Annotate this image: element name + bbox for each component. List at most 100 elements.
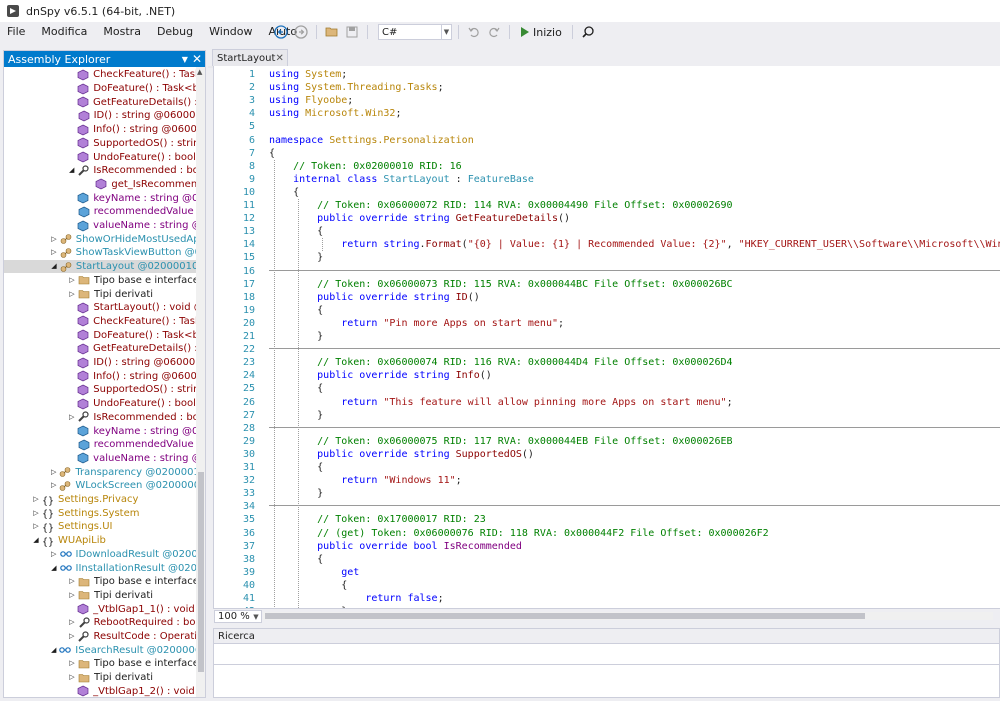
tree-item[interactable]: CheckFeature() : Task<: [4, 315, 196, 329]
collapse-arrow-icon[interactable]: ◢: [50, 645, 57, 654]
tree-item[interactable]: ◢IInstallationResult @0200: [4, 561, 196, 575]
expand-arrow-icon[interactable]: ▷: [69, 659, 75, 668]
tree-item[interactable]: ▷Tipo base e interface: [4, 575, 196, 589]
tree-item[interactable]: ▷ShowOrHideMostUsedAp: [4, 232, 196, 246]
expand-arrow-icon[interactable]: ▷: [68, 412, 75, 421]
expand-arrow-icon[interactable]: ▷: [69, 590, 75, 599]
expand-arrow-icon[interactable]: ▷: [69, 275, 75, 284]
tree-item[interactable]: get_IsRecommend: [4, 178, 196, 192]
tree-item[interactable]: ▷Tipi derivati: [4, 287, 196, 301]
tree-item[interactable]: ▷{}Settings.System: [4, 506, 196, 521]
collapse-arrow-icon[interactable]: ◢: [33, 536, 39, 545]
back-arrow-icon: [274, 25, 288, 39]
zoom-select[interactable]: 100 % ▼: [214, 610, 262, 623]
tree-item[interactable]: ▷{}Settings.Privacy: [4, 493, 196, 507]
tree-item[interactable]: GetFeatureDetails() : st: [4, 95, 196, 109]
tree-item[interactable]: ◢ISearchResult @02000069: [4, 643, 196, 657]
tree-item[interactable]: Info() : string @060000: [4, 123, 196, 137]
scrollbar-thumb[interactable]: [198, 472, 204, 672]
expand-arrow-icon[interactable]: ▷: [51, 234, 57, 243]
language-select[interactable]: C# ▼: [378, 24, 452, 40]
tree-item[interactable]: GetFeatureDetails() : st: [4, 342, 196, 356]
tree-item[interactable]: UndoFeature() : bool @: [4, 397, 196, 411]
menu-file[interactable]: File: [7, 25, 26, 38]
expand-arrow-icon[interactable]: ▷: [69, 632, 75, 641]
tree-item[interactable]: ▷IsRecommended : boo: [4, 411, 196, 425]
tree-item[interactable]: valueName : string @0: [4, 452, 196, 466]
tree-item[interactable]: _VtblGap1_1() : void @: [4, 602, 196, 616]
tree-item[interactable]: ▷{}Settings.UI: [4, 520, 196, 534]
expand-arrow-icon[interactable]: ▷: [51, 549, 57, 558]
tree-item[interactable]: CheckFeature() : Task<: [4, 68, 196, 82]
tree-item[interactable]: Info() : string @060000: [4, 369, 196, 383]
tree-item[interactable]: ▷Transparency @02000011: [4, 465, 196, 479]
search-button[interactable]: [579, 23, 597, 41]
editor-horizontal-scrollbar[interactable]: [263, 612, 993, 620]
tree-item[interactable]: ◢{}WUApiLib: [4, 534, 196, 548]
menu-mostra[interactable]: Mostra: [103, 25, 141, 38]
expand-arrow-icon[interactable]: ▷: [69, 618, 75, 627]
navigate-forward-button[interactable]: [292, 23, 310, 41]
interface-icon: [59, 644, 72, 656]
tree-item[interactable]: ▷RebootRequired : boo: [4, 616, 196, 630]
expand-arrow-icon[interactable]: ▷: [33, 495, 39, 504]
scrollbar-thumb[interactable]: [265, 613, 865, 619]
expand-arrow-icon[interactable]: ▷: [50, 467, 57, 476]
tree-item[interactable]: ▷ShowTaskViewButton @0: [4, 246, 196, 260]
line-number: 39: [242, 566, 255, 578]
open-button[interactable]: [323, 23, 341, 41]
collapse-arrow-icon[interactable]: ◢: [51, 262, 57, 271]
assembly-tree[interactable]: CheckFeature() : Task<DoFeature() : Task…: [4, 67, 196, 698]
tree-item[interactable]: recommendedValue :: [4, 438, 196, 452]
tree-item[interactable]: _VtblGap1_2() : void @: [4, 685, 196, 698]
tree-item[interactable]: valueName : string @0: [4, 219, 196, 233]
menu-modifica[interactable]: Modifica: [41, 25, 88, 38]
tree-item[interactable]: DoFeature() : Task<bo: [4, 328, 196, 342]
expand-arrow-icon[interactable]: ▷: [33, 522, 39, 531]
tree-item[interactable]: ◢StartLayout @02000010: [4, 259, 196, 274]
code-line: 5: [214, 120, 1000, 133]
start-button[interactable]: Inizio: [516, 23, 566, 41]
save-button[interactable]: [343, 23, 361, 41]
tab-close-icon[interactable]: ✕: [275, 52, 284, 64]
tree-item[interactable]: StartLayout() : void @: [4, 301, 196, 315]
tree-item[interactable]: UndoFeature() : bool @: [4, 150, 196, 164]
panel-menu-chevron-icon[interactable]: ▼: [181, 54, 188, 64]
menu-window[interactable]: Window: [209, 25, 253, 38]
undo-button[interactable]: [465, 23, 483, 41]
tree-item[interactable]: keyName : string @04: [4, 424, 196, 438]
tree-item[interactable]: ▷Tipo base e interface: [4, 657, 196, 671]
panel-close-icon[interactable]: ✕: [191, 52, 202, 66]
expand-arrow-icon[interactable]: ▷: [69, 673, 75, 682]
search-input[interactable]: [214, 645, 999, 665]
tree-item[interactable]: ◢IsRecommended : boo: [4, 164, 196, 178]
navigate-back-button[interactable]: [272, 23, 290, 41]
tree-item[interactable]: SupportedOS() : string: [4, 137, 196, 151]
redo-button[interactable]: [485, 23, 503, 41]
expand-arrow-icon[interactable]: ▷: [50, 481, 57, 490]
tree-item[interactable]: ▷IDownloadResult @02000: [4, 548, 196, 562]
tree-item[interactable]: ▷ResultCode : Operatio: [4, 630, 196, 644]
expand-arrow-icon[interactable]: ▷: [33, 508, 39, 517]
tree-item[interactable]: keyName : string @04: [4, 191, 196, 205]
tree-item[interactable]: DoFeature() : Task<bo: [4, 82, 196, 96]
expand-arrow-icon[interactable]: ▷: [69, 577, 75, 586]
tab-startlayout[interactable]: StartLayout ✕: [212, 49, 288, 66]
tree-item[interactable]: SupportedOS() : string: [4, 383, 196, 397]
expand-arrow-icon[interactable]: ▷: [51, 248, 57, 257]
collapse-arrow-icon[interactable]: ◢: [51, 563, 57, 572]
tree-item[interactable]: ▷Tipi derivati: [4, 589, 196, 603]
collapse-arrow-icon[interactable]: ◢: [68, 166, 75, 175]
tree-item[interactable]: ▷Tipi derivati: [4, 671, 196, 685]
tree-vertical-scrollbar[interactable]: ▲: [196, 67, 205, 697]
tree-item[interactable]: ▷WLockScreen @0200000B: [4, 479, 196, 493]
expand-arrow-icon[interactable]: ▷: [69, 289, 75, 298]
menu-debug[interactable]: Debug: [156, 25, 194, 38]
code-token: }: [269, 252, 324, 264]
tree-item[interactable]: ID() : string @060007:: [4, 356, 196, 370]
tree-item[interactable]: recommendedValue :: [4, 205, 196, 219]
tree-item[interactable]: ▷Tipo base e interface: [4, 274, 196, 288]
scroll-up-icon[interactable]: ▲: [197, 68, 203, 76]
tree-item[interactable]: ID() : string @060004: [4, 109, 196, 123]
